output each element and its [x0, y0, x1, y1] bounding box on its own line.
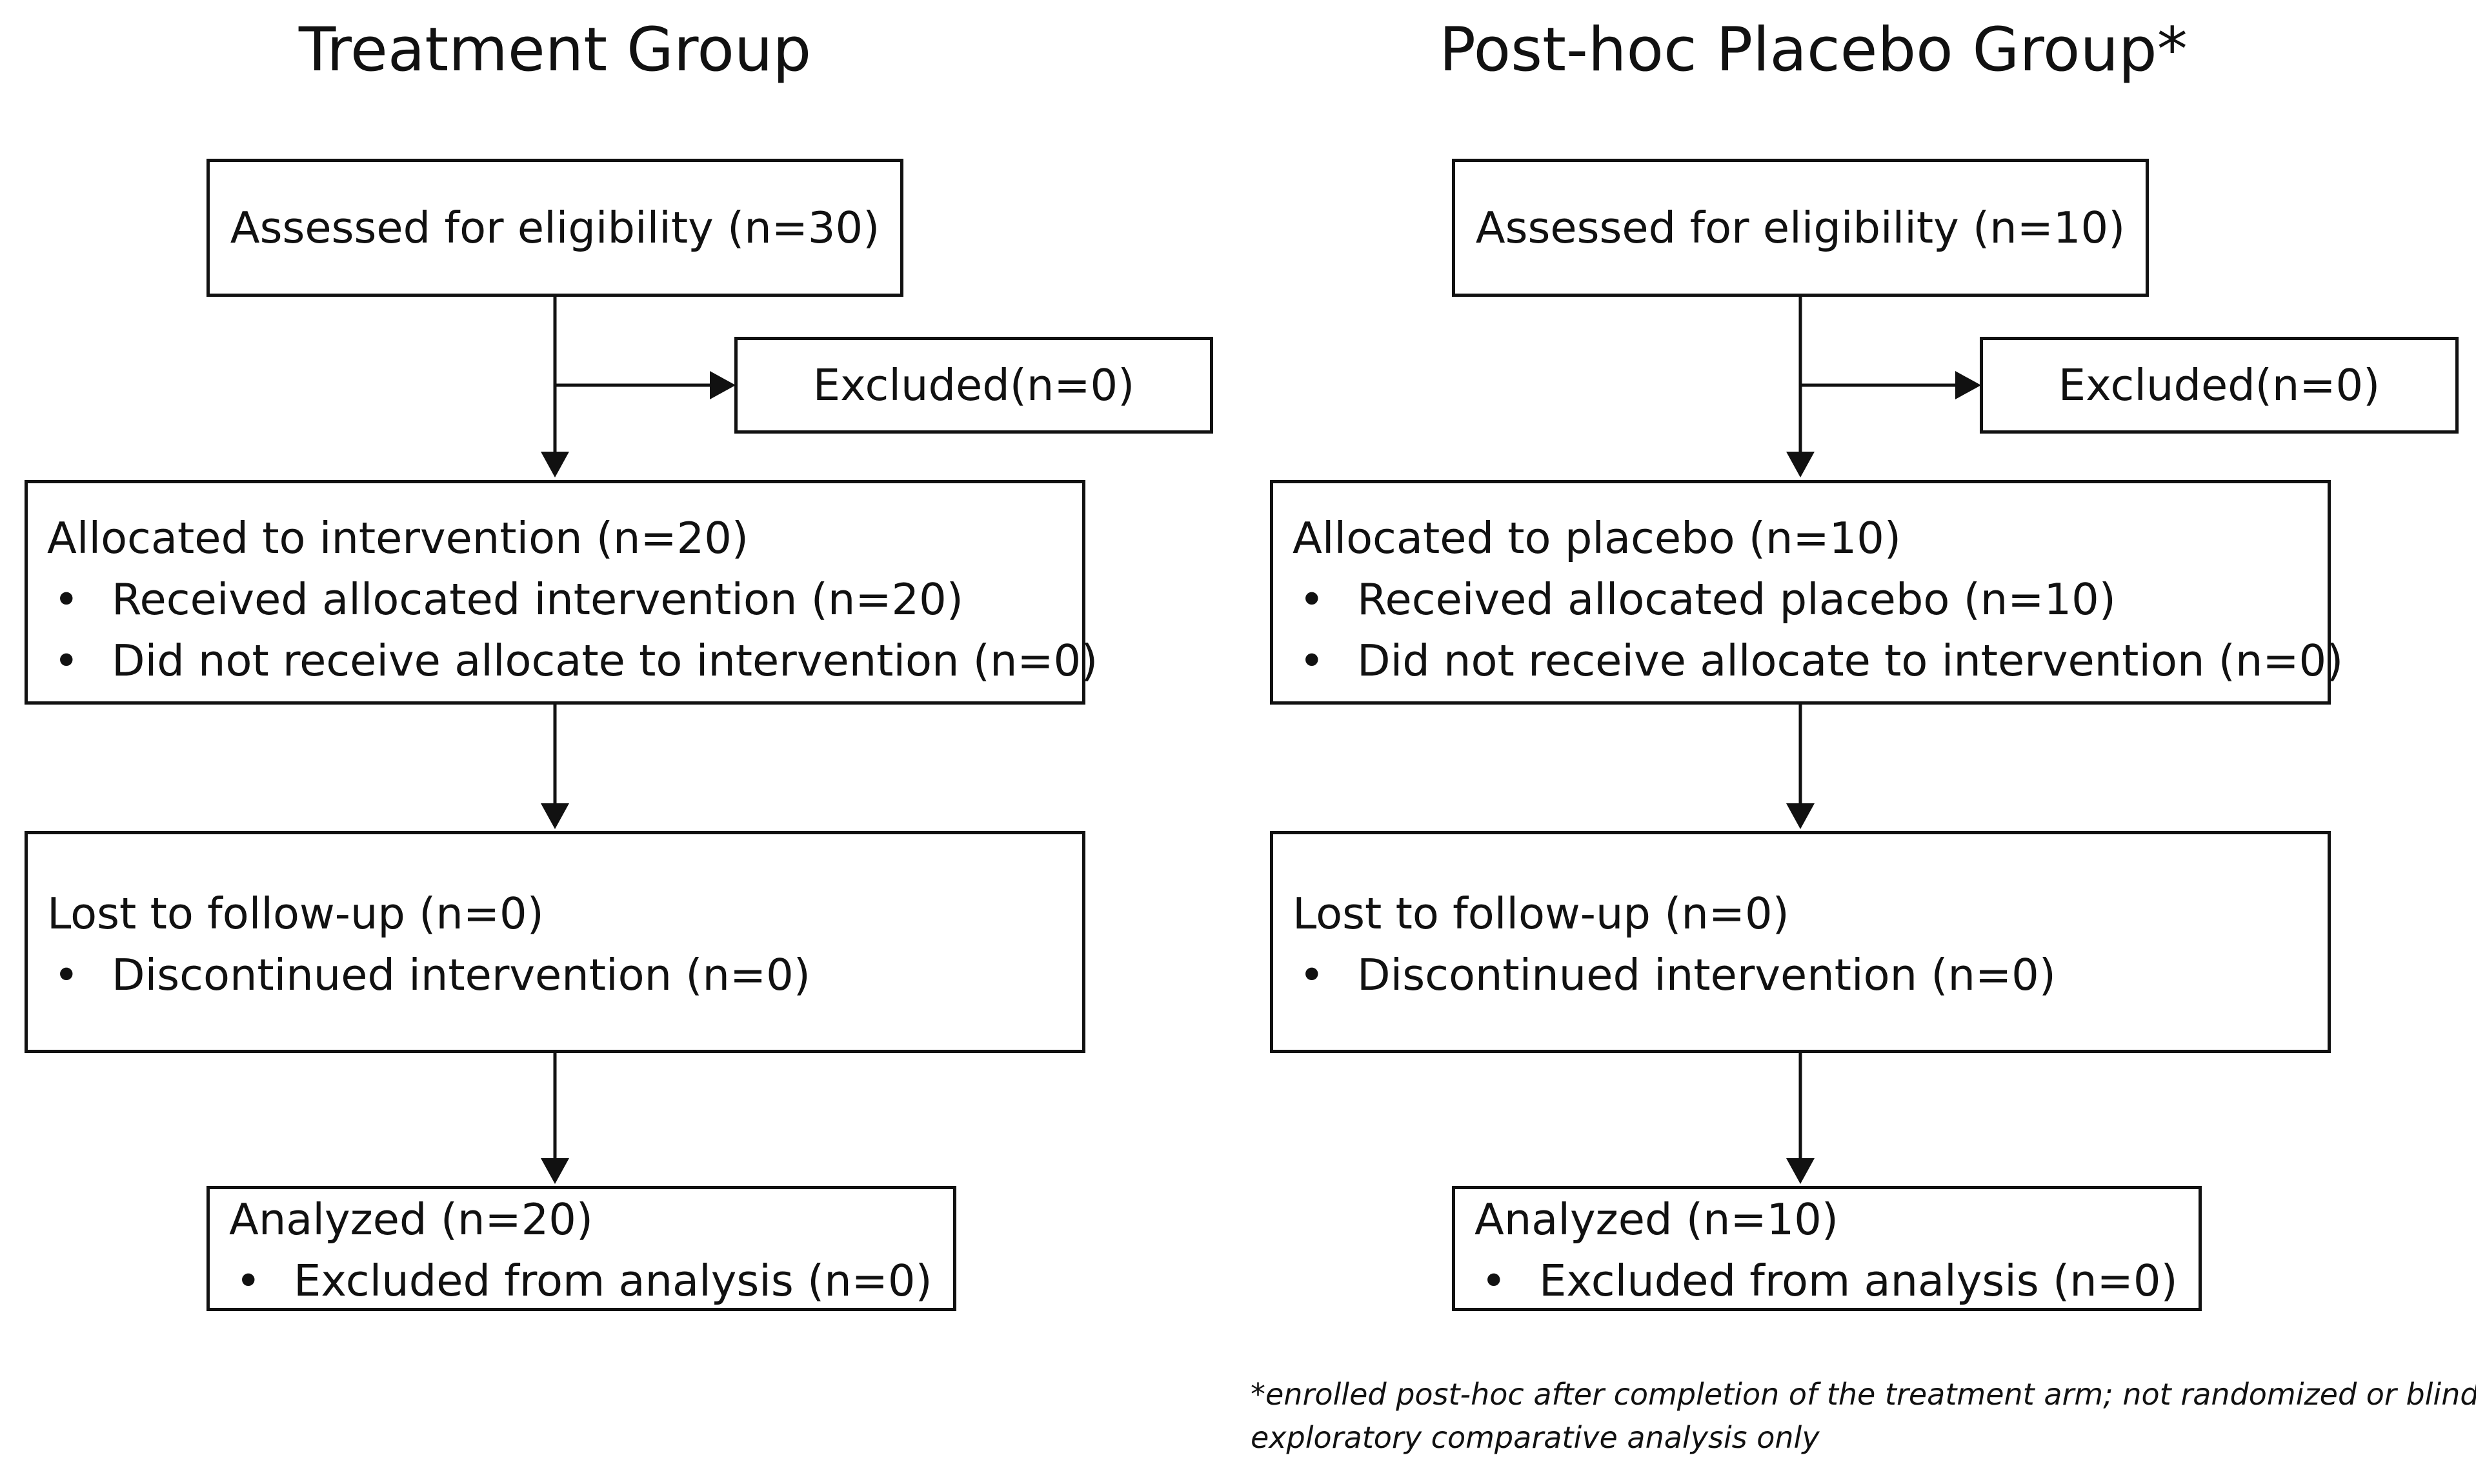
right-allocated-bullet-2-text: Did not receive allocate to intervention… [1357, 636, 2344, 686]
footnote-line-2: exploratory comparative analysis only [1251, 1420, 1820, 1455]
bullet-glyph: • [1299, 636, 1325, 686]
left-followup-box: Lost to follow-up (n=0) • Discontinued i… [25, 831, 1085, 1053]
right-analyzed-heading: Analyzed (n=10) [1475, 1194, 1838, 1245]
left-arrowhead-analyzed [541, 1158, 569, 1184]
left-arrowhead-followup [541, 803, 569, 829]
left-followup-bullet-1-text: Discontinued intervention (n=0) [112, 950, 810, 1000]
right-arrowhead-excluded [1955, 371, 1981, 399]
left-allocated-bullet-1: • Received allocated intervention (n=20) [47, 569, 1082, 630]
right-excluded-text: Excluded(n=0) [2058, 359, 2380, 410]
left-allocated-bullet-2: • Did not receive allocate to interventi… [47, 630, 1098, 692]
left-assessed-text: Assessed for eligibility (n=30) [230, 202, 880, 253]
left-followup-heading: Lost to follow-up (n=0) [47, 888, 544, 939]
right-arrowhead-followup [1786, 803, 1815, 829]
right-followup-heading: Lost to follow-up (n=0) [1293, 888, 1789, 939]
left-arrowhead-excluded [710, 371, 736, 399]
left-allocated-heading: Allocated to intervention (n=20) [47, 513, 749, 563]
footnote: *enrolled post-hoc after completion of t… [1251, 1373, 2476, 1459]
bullet-glyph: • [1299, 950, 1325, 1000]
bullet-glyph: • [1299, 574, 1325, 625]
right-analyzed-box: Analyzed (n=10) • Excluded from analysis… [1452, 1186, 2202, 1311]
right-arrowhead-allocated [1786, 452, 1815, 477]
left-allocated-bullet-1-text: Received allocated intervention (n=20) [112, 574, 963, 625]
right-allocated-bullet-2: • Did not receive allocate to interventi… [1293, 630, 2343, 692]
left-analyzed-heading: Analyzed (n=20) [229, 1194, 593, 1245]
left-arrowhead-allocated [541, 452, 569, 477]
footnote-line-1: *enrolled post-hoc after completion of t… [1251, 1377, 2476, 1412]
bullet-glyph: • [54, 950, 79, 1000]
right-analyzed-bullet-1-text: Excluded from analysis (n=0) [1539, 1256, 2178, 1306]
right-allocated-bullet-1-text: Received allocated placebo (n=10) [1357, 574, 2116, 625]
left-analyzed-bullet-1-text: Excluded from analysis (n=0) [294, 1256, 932, 1306]
left-allocated-bullet-2-text: Did not receive allocate to intervention… [112, 636, 1098, 686]
left-excluded-text: Excluded(n=0) [812, 359, 1135, 410]
right-followup-bullet-1: • Discontinued intervention (n=0) [1293, 945, 2328, 1006]
left-assessed-box: Assessed for eligibility (n=30) [206, 159, 903, 297]
left-analyzed-box: Analyzed (n=20) • Excluded from analysis… [206, 1186, 956, 1311]
left-excluded-box: Excluded(n=0) [734, 337, 1213, 434]
bullet-glyph: • [54, 636, 79, 686]
left-analyzed-bullet-1: • Excluded from analysis (n=0) [229, 1250, 953, 1312]
left-allocated-box: Allocated to intervention (n=20) • Recei… [25, 480, 1098, 705]
right-analyzed-bullet-1: • Excluded from analysis (n=0) [1475, 1250, 2199, 1312]
right-assessed-box: Assessed for eligibility (n=10) [1452, 159, 2149, 297]
right-followup-bullet-1-text: Discontinued intervention (n=0) [1357, 950, 2056, 1000]
bullet-glyph: • [236, 1256, 261, 1306]
right-allocated-box: Allocated to placebo (n=10) • Received a… [1270, 480, 2343, 705]
right-arrowhead-analyzed [1786, 1158, 1815, 1184]
bullet-glyph: • [1481, 1256, 1507, 1306]
right-excluded-box: Excluded(n=0) [1980, 337, 2459, 434]
right-allocated-bullet-1: • Received allocated placebo (n=10) [1293, 569, 2328, 630]
right-allocated-heading: Allocated to placebo (n=10) [1293, 513, 1902, 563]
right-followup-box: Lost to follow-up (n=0) • Discontinued i… [1270, 831, 2331, 1053]
left-followup-bullet-1: • Discontinued intervention (n=0) [47, 945, 1082, 1006]
placebo-group-title: Post-hoc Placebo Group* [1439, 15, 2188, 85]
right-assessed-text: Assessed for eligibility (n=10) [1475, 202, 2126, 253]
bullet-glyph: • [54, 574, 79, 625]
treatment-group-title: Treatment Group [298, 15, 812, 85]
